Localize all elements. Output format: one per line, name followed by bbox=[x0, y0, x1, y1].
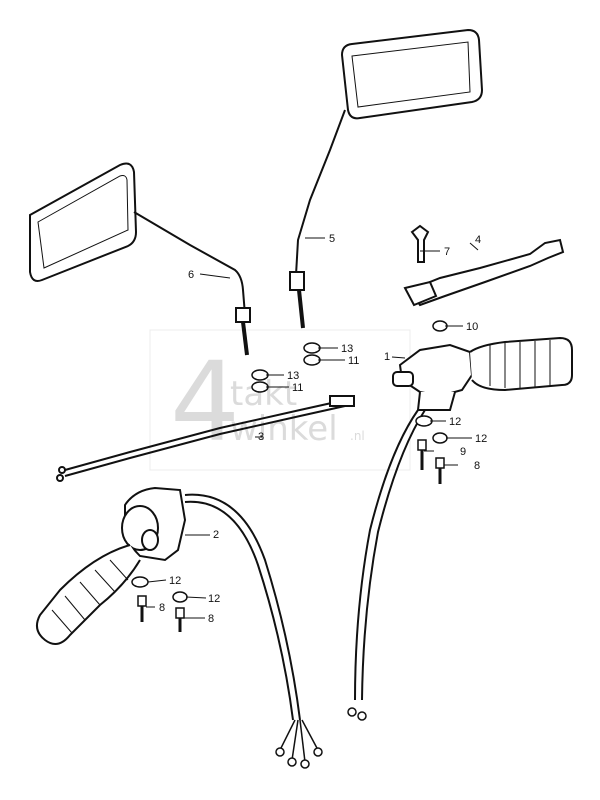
right-switch-cable bbox=[354, 409, 419, 701]
cable-3 bbox=[56, 395, 355, 482]
label-part-9: 9 bbox=[460, 446, 466, 458]
right-cable-connectors bbox=[347, 707, 367, 721]
label-part-13a: 13 bbox=[341, 343, 353, 355]
label-part-7: 7 bbox=[444, 246, 450, 258]
right-mirror bbox=[289, 28, 484, 329]
watermark-line2: winkel bbox=[230, 409, 338, 449]
brake-lever bbox=[403, 224, 565, 307]
label-part-4: 4 bbox=[475, 234, 481, 246]
label-part-2: 2 bbox=[213, 529, 219, 541]
label-part-8b: 8 bbox=[159, 602, 165, 614]
left-switch-cable bbox=[184, 493, 301, 721]
leader-lines bbox=[146, 237, 479, 619]
watermark: 4 takt winkel .nl bbox=[149, 329, 411, 471]
label-part-10: 10 bbox=[466, 321, 478, 333]
label-part-11a: 11 bbox=[348, 355, 359, 367]
label-part-11b: 11 bbox=[292, 382, 303, 394]
label-part-8c: 8 bbox=[208, 613, 214, 625]
watermark-suffix: .nl bbox=[350, 429, 365, 443]
label-part-3: 3 bbox=[258, 431, 264, 443]
left-switch-housing bbox=[35, 486, 187, 645]
watermark-line1: takt bbox=[230, 374, 297, 414]
label-part-8a: 8 bbox=[474, 460, 480, 472]
label-part-6: 6 bbox=[188, 269, 194, 281]
label-part-13b: 13 bbox=[287, 370, 299, 382]
label-part-12b: 12 bbox=[475, 433, 487, 445]
label-part-12a: 12 bbox=[449, 416, 461, 428]
left-mirror bbox=[29, 162, 251, 356]
label-part-5: 5 bbox=[329, 233, 335, 245]
label-part-12d: 12 bbox=[208, 593, 220, 605]
left-cable-connectors bbox=[275, 719, 323, 769]
label-part-12c: 12 bbox=[169, 575, 181, 587]
right-switch-housing bbox=[392, 336, 573, 411]
label-part-1: 1 bbox=[384, 351, 390, 363]
part-labels: 1 2 3 4 5 6 7 8 8 8 9 10 11 11 12 12 12 … bbox=[159, 233, 487, 625]
